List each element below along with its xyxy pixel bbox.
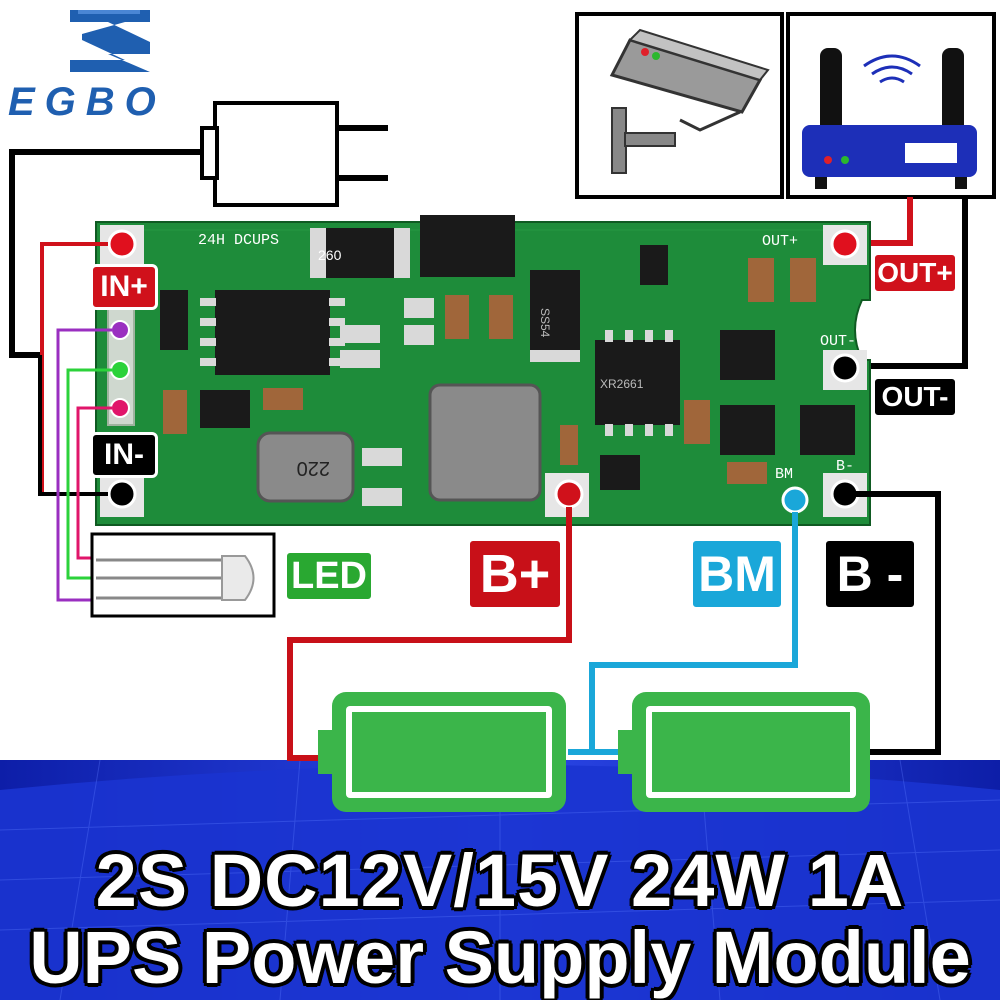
- in-plus-tag: IN+: [90, 264, 158, 310]
- inductor-small-label: 220: [297, 457, 330, 479]
- silk-bm: BM: [775, 466, 793, 483]
- out-plus-dot: [830, 229, 860, 259]
- out-minus-wire: [846, 197, 968, 369]
- egbo-logo-icon: [70, 10, 150, 72]
- b-plus-wire: [287, 507, 572, 761]
- diode-label: SS54: [538, 308, 552, 338]
- silk-out-plus: OUT+: [762, 233, 798, 250]
- bm-dot: [781, 486, 809, 514]
- resistor-top-label: 260: [318, 247, 342, 263]
- b-plus-dot: [554, 479, 584, 509]
- in-minus-tag: IN-: [90, 432, 158, 478]
- led-wire-pink: [76, 406, 112, 560]
- led-pad-pink: [110, 398, 130, 418]
- out-minus-dot: [830, 353, 860, 383]
- b-minus-dot: [830, 479, 860, 509]
- led-icon: [90, 532, 276, 618]
- battery-icon: [618, 692, 870, 812]
- security-camera-icon: [575, 12, 784, 199]
- out-plus-tag: OUT+: [872, 252, 958, 294]
- in-plus-dot: [107, 229, 137, 259]
- bm-tag: BM: [690, 538, 784, 610]
- bottom-band-curve: [0, 765, 1000, 1000]
- pcb-board: 260 24H DCUPS OUT+ OUT- BM B- 220 XR2661…: [95, 215, 871, 526]
- in-minus-dot: [107, 479, 137, 509]
- led-wire-green: [66, 368, 112, 580]
- b-plus-tag: B+: [467, 538, 563, 610]
- silk-out-minus: OUT-: [820, 333, 856, 350]
- ac-adapter-icon: [200, 101, 388, 207]
- in-minus-wire: [38, 355, 108, 496]
- led-wire-purple: [56, 328, 112, 602]
- adapter-wire: [9, 149, 202, 358]
- product-title-line1: 2S DC12V/15V 24W 1A: [95, 839, 905, 922]
- led-pad-purple: [110, 320, 130, 340]
- brand-name: EGBO: [8, 80, 166, 124]
- bottom-grid: [0, 759, 1000, 1000]
- chip-main-label: XR2661: [600, 377, 644, 391]
- b-minus-tag: B -: [823, 538, 917, 610]
- board-silk-title: 24H DCUPS: [198, 232, 279, 249]
- silk-b-minus: B-: [836, 458, 854, 475]
- product-title-line2: UPS Power Supply Module: [29, 916, 971, 999]
- led-pad-green: [110, 360, 130, 380]
- led-tag: LED: [284, 550, 374, 602]
- out-minus-tag: OUT-: [872, 376, 958, 418]
- b-minus-wire: [855, 491, 941, 755]
- battery-icon: [318, 692, 566, 812]
- wifi-router-icon: [786, 12, 996, 199]
